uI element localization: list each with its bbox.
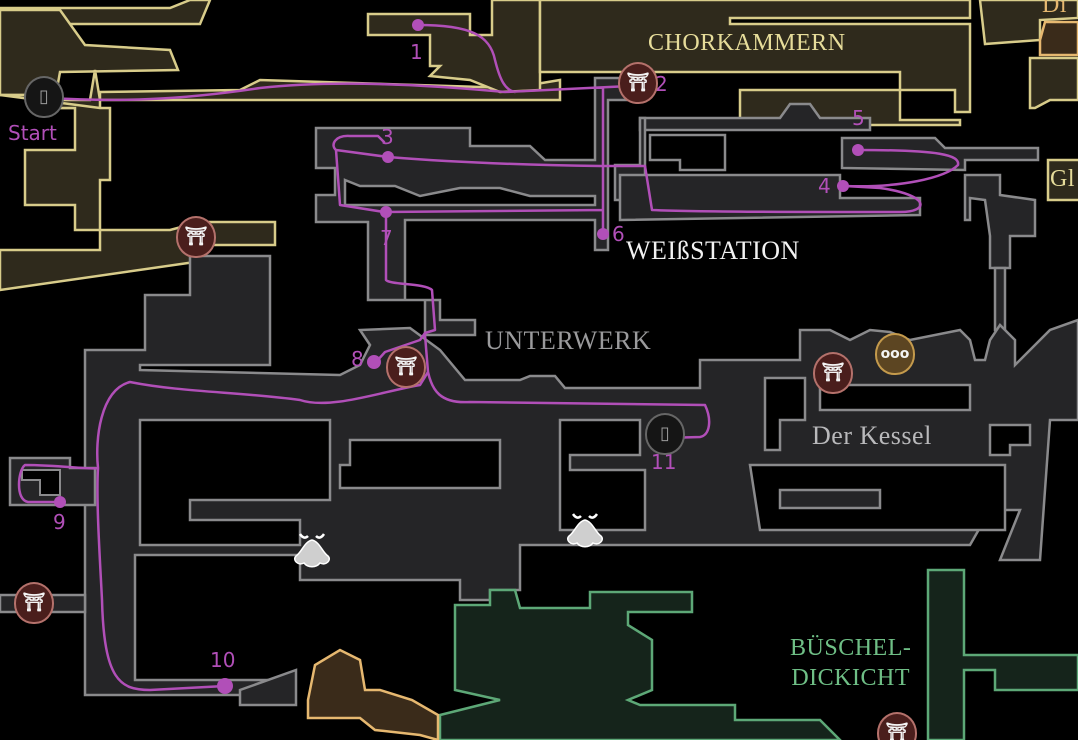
bench-icon[interactable]: ⛩ (386, 346, 426, 388)
bench-icon[interactable]: ⛩ (176, 216, 216, 258)
waypoint-label-2: 2 (655, 72, 668, 96)
region-orange-corner (1038, 20, 1078, 57)
area-label-der-kessel: Der Kessel (812, 421, 932, 450)
waypoint-dot-7 (380, 206, 392, 218)
waypoint-dot-5 (852, 144, 864, 156)
waypoint-label-6: 6 (612, 222, 625, 246)
area-label-partial-gl: Gl (1050, 166, 1075, 192)
waypoint-dot-9 (54, 496, 66, 508)
waypoint-dot-10 (217, 678, 233, 694)
bench-icon[interactable]: ⛩ (813, 352, 853, 394)
memory-bell-icon[interactable] (290, 528, 334, 568)
area-label-chorkammern: CHORKAMMERN (648, 30, 846, 56)
waypoint-label-8: 8 (351, 347, 364, 371)
bench-icon[interactable]: ⛩ (618, 62, 658, 104)
bench-icon[interactable]: ⛩ (14, 582, 54, 624)
region-orange-lower (306, 648, 440, 740)
area-label-line-1: BÜSCHEL- (790, 635, 912, 661)
shop-icon[interactable]: ooo (875, 333, 915, 375)
waypoint-dot-4 (837, 180, 849, 192)
route-path (17, 23, 960, 692)
memory-bell-icon[interactable] (563, 508, 607, 548)
waypoint-label-10: 10 (210, 648, 236, 672)
waypoint-label-4: 4 (818, 174, 831, 198)
waypoint-dot-8 (367, 355, 381, 369)
stag-station-icon[interactable]: ▯ (645, 413, 685, 455)
area-label-unterwerk: UNTERWERK (485, 326, 652, 355)
waypoint-dot-1 (412, 19, 424, 31)
area-label-partial-di: Di (1042, 0, 1067, 18)
waypoint-dot-3 (382, 151, 394, 163)
waypoint-label-9: 9 (53, 510, 66, 534)
waypoint-label-start: Start (8, 121, 57, 145)
area-label-line-2: DICKICHT (791, 665, 910, 691)
waypoint-label-5: 5 (852, 106, 865, 130)
stag-station-icon[interactable]: ▯ (24, 76, 64, 118)
bench-icon[interactable]: ⛩ (877, 712, 917, 740)
area-label-bueschel-dickicht: BÜSCHEL- DICKICHT (790, 633, 911, 693)
waypoint-label-3: 3 (381, 125, 394, 149)
waypoint-label-1: 1 (410, 40, 423, 64)
waypoint-dot-6 (597, 228, 609, 240)
waypoint-label-7: 7 (380, 226, 393, 250)
area-label-weissstation: WEIßSTATION (626, 236, 800, 265)
region-bueschel-dickicht (438, 568, 1078, 740)
region-weissstation (314, 76, 1040, 337)
